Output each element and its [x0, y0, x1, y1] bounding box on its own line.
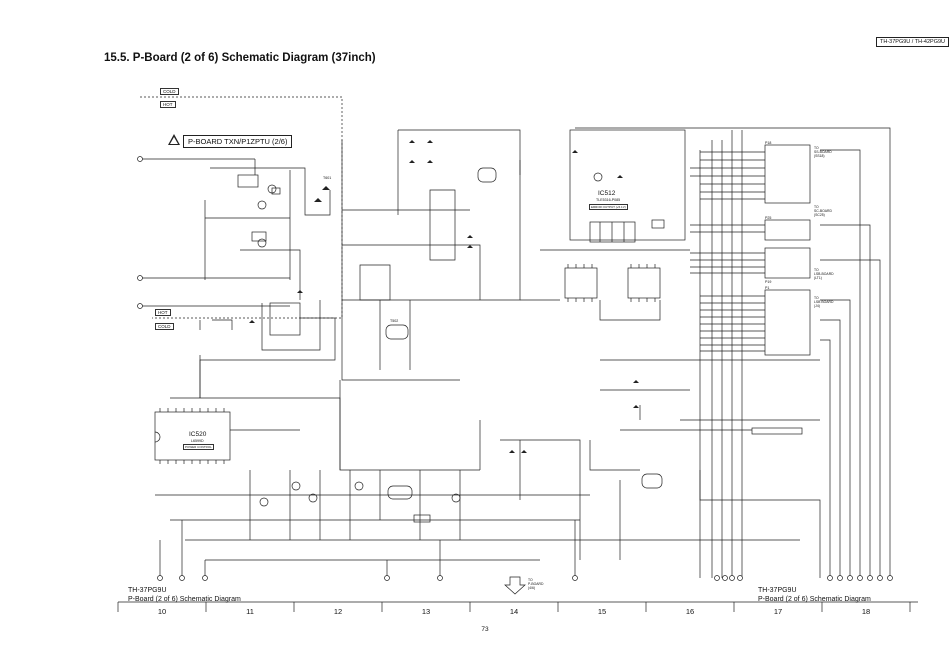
- footer-left-model: TH-37PG9U: [128, 587, 167, 594]
- grid-number: 11: [246, 607, 254, 616]
- sheet-ref-sub: (4/6): [528, 586, 535, 590]
- ic520-function: POWER CONTROL: [183, 444, 214, 450]
- grid-number: 17: [773, 607, 783, 616]
- grid-number: 14: [509, 607, 519, 616]
- model-tag: TH-37PG9U / TH-42PG9U: [876, 37, 950, 47]
- ic512-function: ERROR OUTPUT (+5.1V): [589, 204, 628, 210]
- transformer-t502: T502: [390, 319, 399, 323]
- ic520-part: L6599D: [191, 439, 204, 443]
- connector-p18-dest: SS-BOARD: [814, 150, 832, 154]
- grid-number: 13: [421, 607, 431, 616]
- sheet-ref-to: TO: [528, 578, 533, 582]
- connector-p25-to: TO: [814, 205, 819, 209]
- footer-right: TH-37PG9U P-Board (2 of 6) Schematic Dia…: [758, 586, 871, 604]
- footer-left-desc: P-Board (2 of 6) Schematic Diagram: [128, 596, 241, 603]
- footer-left: TH-37PG9U P-Board (2 of 6) Schematic Dia…: [128, 586, 241, 604]
- connector-p18-sub: (SS18): [814, 154, 825, 158]
- page-number: 73: [481, 626, 489, 633]
- grid-number: 18: [861, 607, 871, 616]
- hot-tag-bottom: HOT: [155, 309, 171, 316]
- grid-number: 15: [597, 607, 607, 616]
- connector-p1-sub: (J4): [814, 304, 820, 308]
- connector-p19-sub: (LT1): [814, 276, 822, 280]
- transformer-t601: T601: [323, 176, 332, 180]
- grid-number: 10: [157, 607, 167, 616]
- connector-p18-name: P18: [765, 141, 772, 145]
- cold-tag-top: COLD: [160, 88, 179, 95]
- ic520-name: IC520: [189, 431, 207, 438]
- grid-number: 16: [685, 607, 695, 616]
- sheet-ref-dest: P-BOARD: [528, 582, 544, 586]
- connector-p25-dest: SC-BOARD: [814, 209, 832, 213]
- ic512-part: TLE5316-P085: [596, 198, 621, 202]
- connector-p1-to: TO: [814, 296, 819, 300]
- footer-right-model: TH-37PG9U: [758, 587, 797, 594]
- grid-number: 12: [333, 607, 343, 616]
- connector-p1-name: P1: [765, 286, 770, 290]
- connector-p1-dest: LSB BOARD: [814, 300, 834, 304]
- ic512-name: IC512: [598, 190, 616, 197]
- warning-icon-inner: [170, 137, 178, 144]
- connector-p25-name: P25: [765, 216, 772, 220]
- cold-tag-bottom: COLD: [155, 323, 174, 330]
- connector-p18-to: TO: [814, 146, 819, 150]
- connector-p19-name: P19: [765, 280, 772, 284]
- connector-p19-dest: LSB-BOARD: [814, 272, 834, 276]
- connector-p19-to: TO: [814, 268, 819, 272]
- hot-tag-top: HOT: [160, 101, 176, 108]
- connector-p25-sub: (SC25): [814, 213, 825, 217]
- page-title: 15.5. P-Board (2 of 6) Schematic Diagram…: [104, 52, 376, 64]
- footer-right-desc: P-Board (2 of 6) Schematic Diagram: [758, 596, 871, 603]
- board-label: P-BOARD TXN/P1ZPTU (2/6): [183, 135, 293, 148]
